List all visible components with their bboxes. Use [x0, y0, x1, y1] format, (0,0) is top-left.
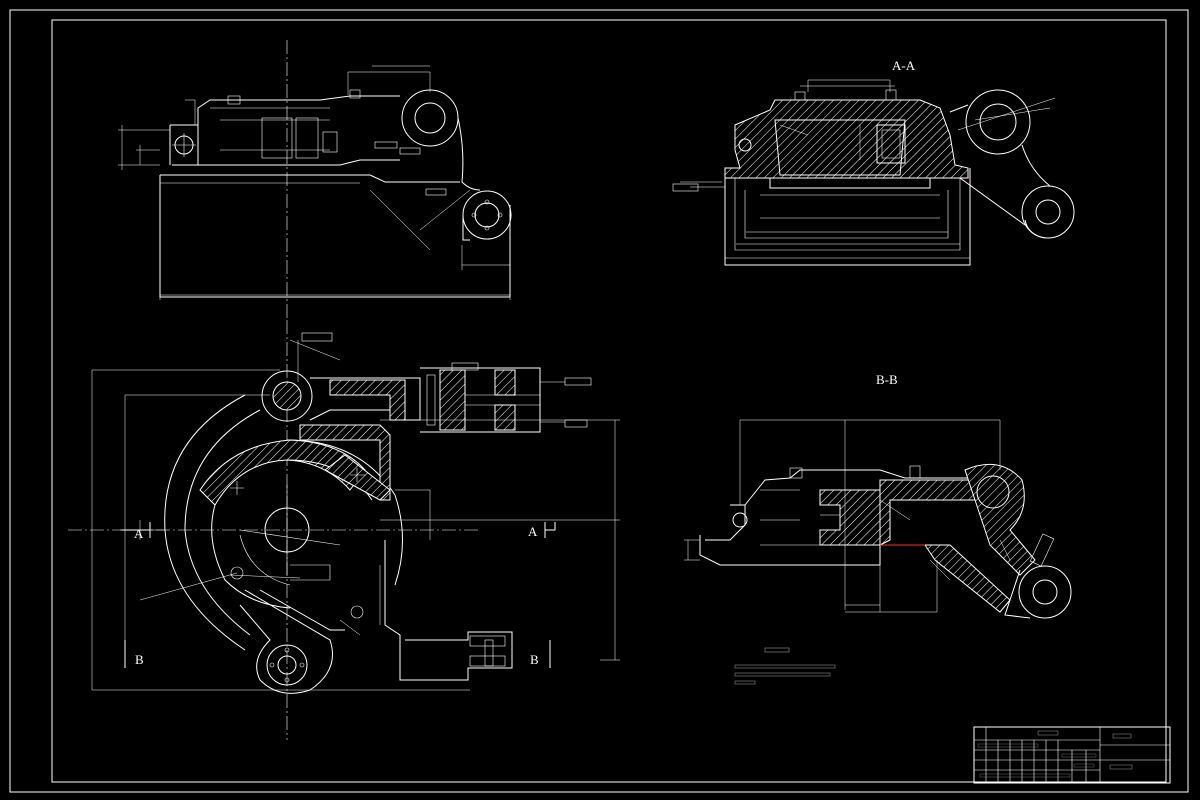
- cut-marker-b-right: B: [530, 652, 539, 667]
- cut-marker-a-left: A: [134, 526, 144, 541]
- section-label-aa: A-A: [892, 58, 916, 73]
- title-block: [973, 726, 1171, 784]
- section-a-a-view: A-A: [672, 58, 1075, 266]
- technical-notes: [734, 647, 836, 685]
- drawing-border: [51, 19, 1167, 783]
- section-b-b-view: B-B: [684, 372, 1072, 619]
- cut-marker-b-left: B: [135, 652, 144, 667]
- section-label-bb: B-B: [876, 372, 898, 387]
- main-plan-view: A A B B: [68, 320, 620, 740]
- top-left-elevation-view: [118, 40, 512, 320]
- cut-marker-a-right: A: [528, 524, 538, 539]
- outer-frame: [9, 9, 1189, 793]
